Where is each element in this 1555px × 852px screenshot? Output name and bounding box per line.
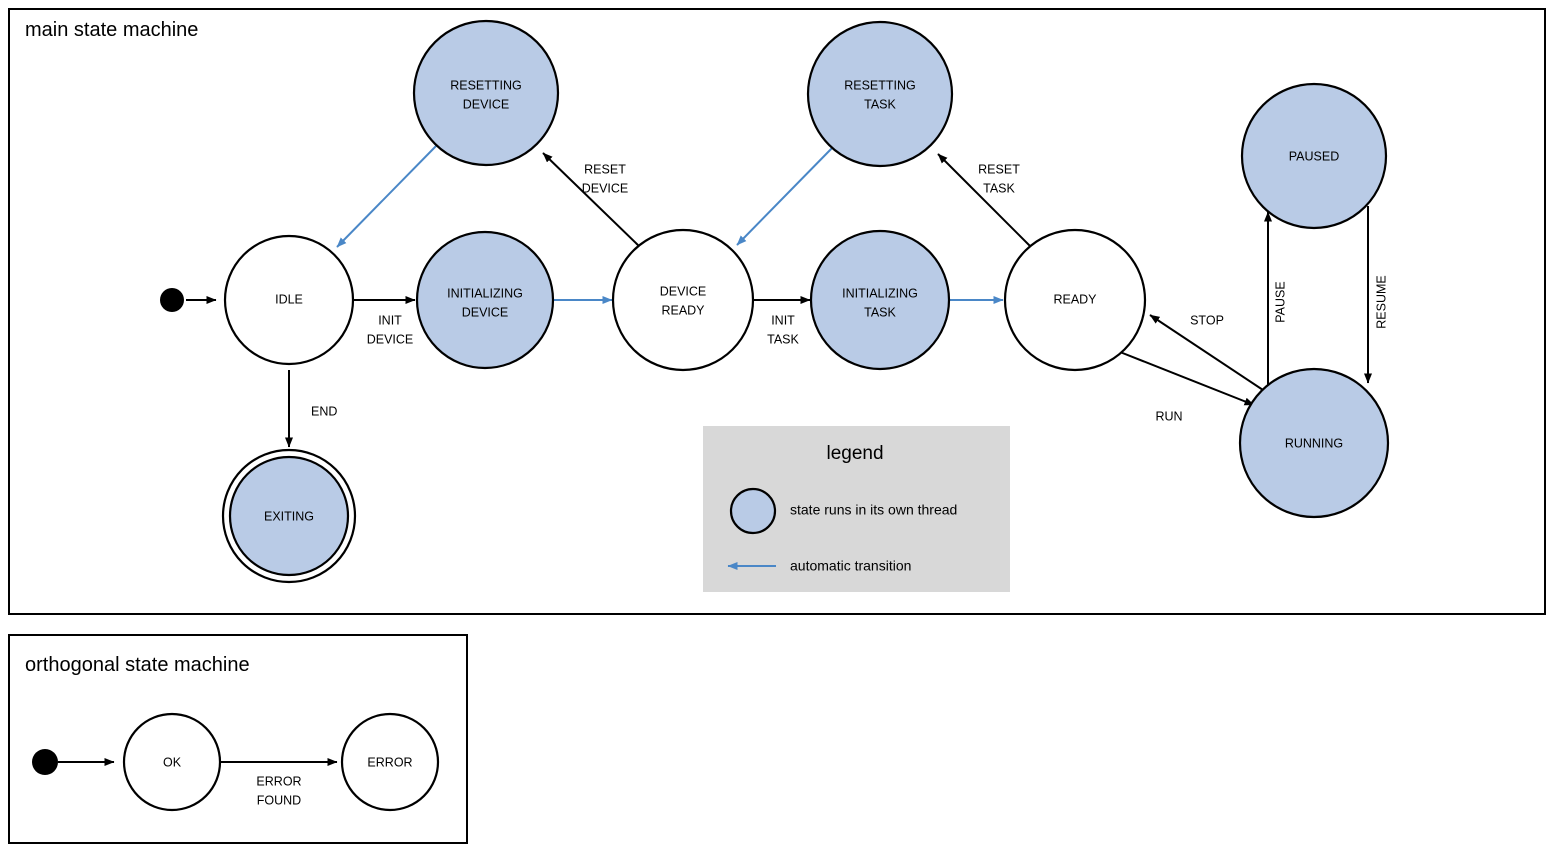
transition-label-reset-device-line1: RESET <box>584 162 626 176</box>
legend-auto-transition-text: automatic transition <box>790 558 911 574</box>
transition-label-reset-task-line1: RESET <box>978 162 1020 176</box>
state-resetting-task-label-line1: RESETTING <box>844 78 916 92</box>
main-frame-border <box>8 8 1546 615</box>
state-resetting-device-label-line1: RESETTING <box>450 78 522 92</box>
state-initializing-device-label-line1: INITIALIZING <box>447 286 523 300</box>
transition-label-init-task-line2: TASK <box>767 332 799 346</box>
state-running[interactable]: RUNNING <box>1238 367 1390 519</box>
transition-label-reset-device-line2: DEVICE <box>582 181 629 195</box>
state-idle[interactable]: IDLE <box>223 234 355 366</box>
transition-label-init-device-line2: DEVICE <box>367 332 414 346</box>
state-resetting-task-label-line2: TASK <box>864 97 896 111</box>
transition-label-pause: PAUSE <box>1273 281 1287 322</box>
ortho-initial-state-dot <box>32 749 58 775</box>
state-ready-label: READY <box>1053 292 1097 306</box>
transition-label-resume: RESUME <box>1374 275 1388 328</box>
transition-label-end: END <box>311 404 337 418</box>
state-resetting-device-label-line2: DEVICE <box>463 97 510 111</box>
initial-state-dot <box>160 288 184 312</box>
state-exiting-label: EXITING <box>264 509 314 523</box>
state-resetting-task[interactable]: RESETTING TASK <box>806 20 954 168</box>
edge-device-ready-to-resetting-device <box>542 152 642 249</box>
state-device-ready-label-line1: DEVICE <box>660 284 707 298</box>
legend-title: legend <box>826 443 883 464</box>
transition-label-stop: STOP <box>1190 313 1224 327</box>
legend-thread-state-text: state runs in its own thread <box>790 502 957 518</box>
state-initializing-device[interactable]: INITIALIZING DEVICE <box>415 230 555 370</box>
state-ok-label: OK <box>163 755 182 769</box>
state-idle-label: IDLE <box>275 292 303 306</box>
edge-ready-to-running <box>1119 351 1255 406</box>
transition-label-init-task-line1: INIT <box>771 313 795 327</box>
state-paused-label: PAUSED <box>1289 149 1339 163</box>
state-error-label: ERROR <box>367 755 412 769</box>
edge-running-to-ready <box>1149 314 1264 391</box>
state-ok[interactable]: OK <box>122 712 222 812</box>
state-resetting-device[interactable]: RESETTING DEVICE <box>412 19 560 167</box>
state-device-ready-label-line2: READY <box>661 303 705 317</box>
state-initializing-device-label-line2: DEVICE <box>462 305 509 319</box>
state-running-label: RUNNING <box>1285 436 1343 450</box>
legend: legend state runs in its own thread auto… <box>703 426 1010 592</box>
transition-label-reset-task-line2: TASK <box>983 181 1015 195</box>
state-exiting[interactable]: EXITING <box>221 448 357 584</box>
transition-label-error-found-line1: ERROR <box>256 774 301 788</box>
main-frame-title: main state machine <box>25 19 198 41</box>
transition-label-error-found-line2: FOUND <box>257 793 301 807</box>
state-error[interactable]: ERROR <box>340 712 440 812</box>
state-ready[interactable]: READY <box>1003 228 1147 372</box>
orthogonal-frame-title: orthogonal state machine <box>25 654 250 676</box>
orthogonal-frame-border <box>8 634 468 844</box>
edge-resetting-task-to-device-ready <box>736 144 836 246</box>
state-initializing-task-label-line1: INITIALIZING <box>842 286 918 300</box>
state-initializing-task-label-line2: TASK <box>864 305 896 319</box>
transition-label-init-device-line1: INIT <box>378 313 402 327</box>
edge-resetting-device-to-idle <box>336 143 439 248</box>
state-initializing-task[interactable]: INITIALIZING TASK <box>809 229 951 371</box>
state-paused[interactable]: PAUSED <box>1240 82 1388 230</box>
legend-thread-state-swatch <box>729 487 777 535</box>
state-device-ready[interactable]: DEVICE READY <box>611 228 755 372</box>
transition-label-run: RUN <box>1155 409 1182 423</box>
edge-ready-to-resetting-task <box>937 153 1034 250</box>
